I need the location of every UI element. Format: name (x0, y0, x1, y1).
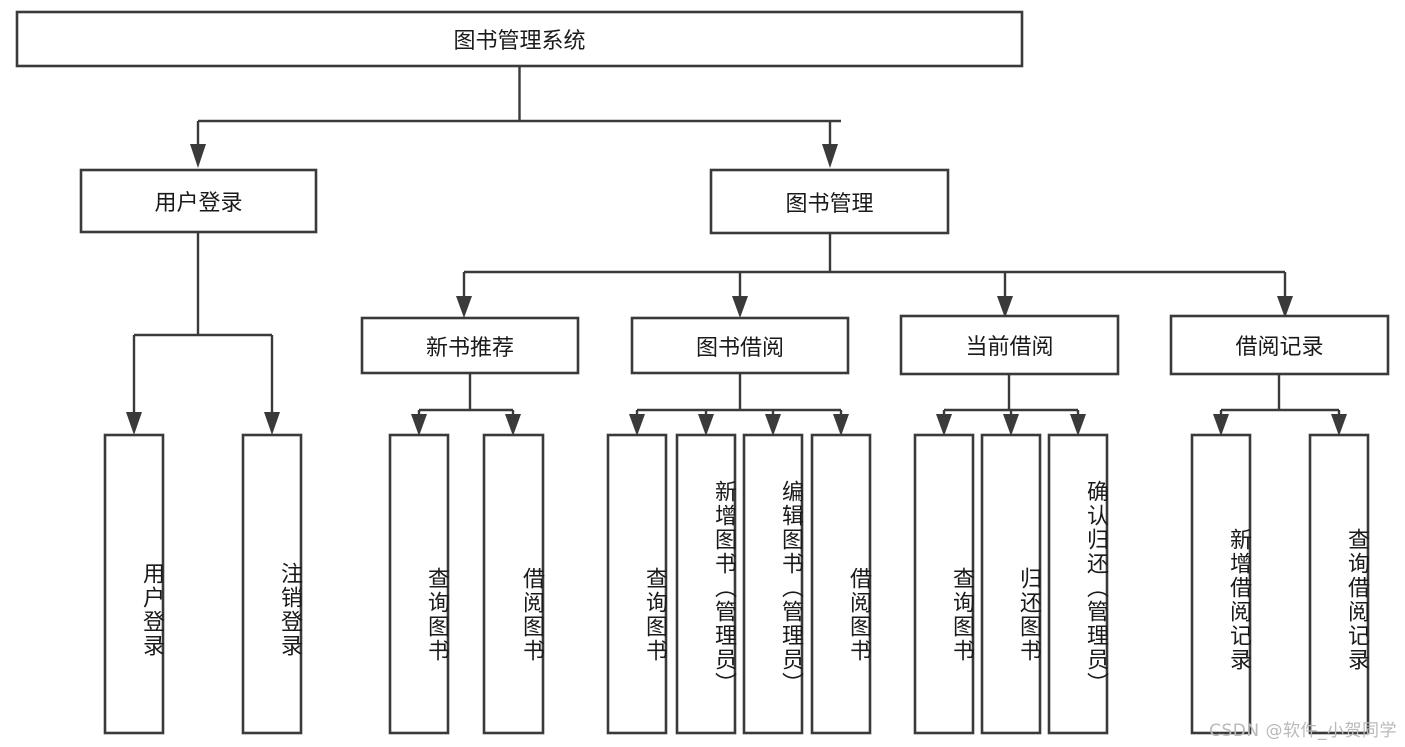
node-book-management[interactable] (709, 168, 950, 235)
connector-new-book-recommend-to-leaves (417, 373, 515, 418)
node-leaf-add-record[interactable] (1190, 433, 1252, 735)
node-leaf-query-book-1[interactable] (388, 433, 450, 735)
arrow-to-leaf-borrow-book-2 (833, 414, 849, 436)
csdn-watermark: CSDN @软件_小贺同学 (1209, 721, 1397, 741)
node-book-borrow[interactable] (630, 316, 850, 375)
connector-current-borrow-to-leaves (942, 374, 1080, 418)
node-leaf-add-book[interactable] (675, 433, 737, 735)
arrow-to-leaf-confirm-return (1070, 414, 1086, 436)
node-leaf-confirm-return[interactable] (1047, 433, 1109, 735)
node-leaf-query-book-3[interactable] (913, 433, 975, 735)
connector-root-to-level2 (196, 66, 841, 144)
arrow-to-leaf-add-record (1213, 414, 1229, 436)
node-user-login[interactable] (79, 168, 318, 234)
node-leaf-edit-book[interactable] (742, 433, 804, 735)
arrow-to-leaf-edit-book (765, 414, 781, 436)
arrow-to-leaf-user-login (126, 412, 142, 435)
connector-book-borrow-to-leaves (635, 373, 843, 418)
node-leaf-borrow-book-1[interactable] (482, 433, 545, 735)
node-current-borrow[interactable] (899, 314, 1120, 376)
arrow-to-borrow-record (1277, 296, 1293, 318)
arrow-to-new-book-recommend (456, 296, 472, 318)
arrow-to-leaf-borrow-book-1 (505, 414, 521, 436)
connector-user-login-to-leaves (132, 232, 274, 412)
node-leaf-return-book[interactable] (980, 433, 1042, 735)
node-leaf-borrow-book-2[interactable] (810, 433, 872, 735)
node-leaf-query-record[interactable] (1308, 433, 1370, 735)
arrow-to-book-borrow (732, 296, 748, 318)
arrow-to-leaf-return-book (1003, 414, 1019, 436)
node-root[interactable] (15, 10, 1024, 68)
connector-borrow-record-to-leaves (1219, 374, 1341, 418)
node-leaf-logout[interactable] (241, 433, 303, 735)
node-leaf-query-book-2[interactable] (606, 433, 668, 735)
node-new-book-recommend[interactable] (360, 316, 580, 375)
arrow-to-leaf-query-book-3 (936, 414, 952, 436)
arrow-to-book-management (822, 144, 838, 168)
arrow-to-leaf-add-book (698, 414, 714, 436)
arrow-to-leaf-query-record (1331, 414, 1347, 436)
arrow-to-leaf-logout (264, 412, 280, 435)
node-borrow-record[interactable] (1169, 314, 1390, 376)
arrow-to-current-borrow (997, 296, 1013, 318)
arrow-to-leaf-query-book-2 (629, 414, 645, 436)
connector-book-management-to-level3 (462, 233, 1287, 296)
node-leaf-user-login[interactable] (103, 433, 165, 735)
arrow-to-leaf-query-book-1 (411, 414, 427, 436)
arrow-to-user-login (190, 144, 206, 168)
